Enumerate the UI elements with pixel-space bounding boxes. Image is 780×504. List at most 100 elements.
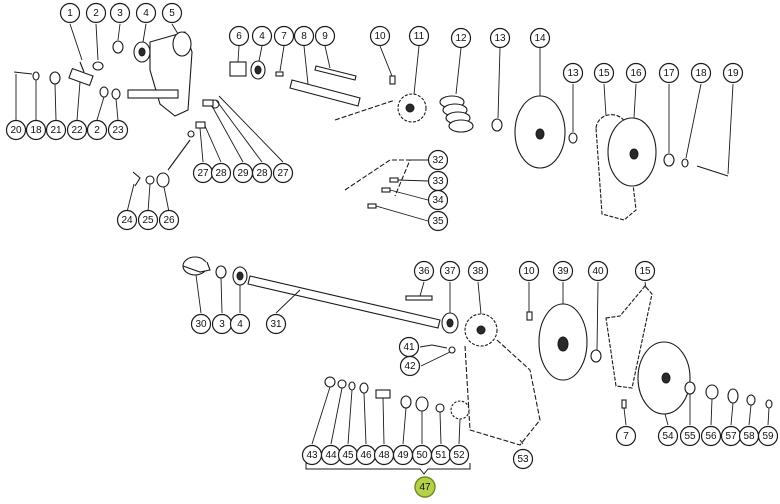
callout-number: 15 bbox=[639, 266, 651, 277]
callout-circle bbox=[658, 62, 680, 84]
bottom-assembly-parts bbox=[182, 256, 773, 446]
callout-12: 12 bbox=[450, 27, 472, 49]
callout-circle bbox=[273, 25, 295, 47]
callout-23: 23 bbox=[107, 119, 129, 141]
callout-circle bbox=[251, 162, 273, 184]
part-rod-eye bbox=[156, 172, 170, 188]
callout-7: 7 bbox=[273, 25, 295, 47]
callout-number: 28 bbox=[256, 168, 268, 179]
callout-number: 32 bbox=[432, 155, 444, 166]
part-pin bbox=[79, 61, 85, 73]
callout-number: 25 bbox=[142, 215, 154, 226]
part-44 bbox=[337, 379, 347, 389]
callout-circle bbox=[210, 162, 232, 184]
part-screw bbox=[389, 75, 396, 85]
part-48 bbox=[375, 389, 391, 399]
part-link-35 bbox=[367, 203, 377, 209]
callout-circle bbox=[587, 260, 609, 282]
callout-20: 20 bbox=[5, 119, 27, 141]
callout-circle bbox=[529, 27, 551, 49]
callout-circle bbox=[615, 425, 637, 447]
part-spring bbox=[439, 95, 474, 133]
callout-circle bbox=[85, 2, 107, 24]
callout-52: 52 bbox=[448, 444, 470, 466]
callout-number: 48 bbox=[378, 450, 390, 461]
part-belt-15b bbox=[605, 285, 653, 389]
part-lock-washer bbox=[32, 71, 40, 81]
top-assembly-parts bbox=[13, 31, 729, 221]
part-bushing bbox=[229, 61, 247, 77]
callout-circle bbox=[439, 260, 461, 282]
callout-number: 27 bbox=[197, 168, 209, 179]
callout-37: 37 bbox=[439, 260, 461, 282]
part-pulley-54-bore bbox=[661, 372, 671, 384]
part-nut-small bbox=[187, 130, 195, 138]
callout-53: 53 bbox=[512, 448, 534, 470]
part-long-shaft bbox=[247, 275, 441, 329]
callout-number: 40 bbox=[592, 266, 604, 277]
callout-number: 47 bbox=[419, 482, 431, 493]
callout-number: 46 bbox=[360, 450, 372, 461]
callout-circle bbox=[228, 25, 250, 47]
callout-51: 51 bbox=[430, 444, 452, 466]
callout-4: 4 bbox=[251, 25, 273, 47]
callout-31: 31 bbox=[265, 313, 287, 335]
callout-40: 40 bbox=[587, 260, 609, 282]
callout-circle bbox=[690, 62, 712, 84]
callout-number: 7 bbox=[281, 31, 287, 42]
callout-17: 17 bbox=[658, 62, 680, 84]
part-58 bbox=[746, 394, 756, 406]
callout-circle bbox=[86, 119, 108, 141]
callout-number: 36 bbox=[418, 266, 430, 277]
callout-number: 52 bbox=[453, 450, 465, 461]
callout-number: 49 bbox=[397, 450, 409, 461]
part-bolt bbox=[13, 71, 33, 75]
part-bearing-4-bore bbox=[236, 271, 244, 281]
callout-number: 1 bbox=[67, 8, 73, 19]
callout-number: 33 bbox=[432, 176, 444, 187]
callout-number: 44 bbox=[325, 450, 337, 461]
callout-circle bbox=[272, 162, 294, 184]
part-bolt-41 bbox=[431, 344, 448, 349]
part-washer-23 bbox=[111, 88, 121, 100]
callout-26: 26 bbox=[158, 209, 180, 231]
callout-circle bbox=[414, 476, 436, 498]
callout-21: 21 bbox=[45, 119, 67, 141]
callout-18: 18 bbox=[690, 62, 712, 84]
callout-number: 3 bbox=[117, 8, 123, 19]
callout-45: 45 bbox=[337, 444, 359, 466]
part-main-shaft bbox=[289, 79, 361, 107]
callout-circle bbox=[679, 425, 701, 447]
callout-circle bbox=[634, 260, 656, 282]
callout-circle bbox=[489, 27, 511, 49]
callout-number: 23 bbox=[112, 125, 124, 136]
part-55 bbox=[684, 381, 696, 395]
callout-number: 4 bbox=[237, 319, 243, 330]
callout-circle bbox=[700, 425, 722, 447]
part-bracket-shaft bbox=[127, 89, 179, 99]
callout-number: 2 bbox=[94, 125, 100, 136]
callout-54: 54 bbox=[657, 425, 679, 447]
part-chain-upper bbox=[334, 99, 396, 121]
callout-circle bbox=[107, 119, 129, 141]
callout-number: 4 bbox=[259, 31, 265, 42]
callout-number: 24 bbox=[121, 215, 133, 226]
callout-circle bbox=[593, 62, 615, 84]
part-key-bar bbox=[405, 295, 433, 301]
callout-42: 42 bbox=[399, 355, 421, 377]
callout-number: 39 bbox=[557, 266, 569, 277]
callout-28: 28 bbox=[251, 162, 273, 184]
callout-number: 26 bbox=[163, 215, 175, 226]
part-52 bbox=[450, 400, 470, 420]
callout-circle bbox=[427, 149, 449, 171]
callout-55: 55 bbox=[679, 425, 701, 447]
part-56 bbox=[705, 384, 719, 400]
callout-7: 7 bbox=[615, 425, 637, 447]
callout-circle bbox=[512, 448, 534, 470]
callout-number: 43 bbox=[306, 450, 318, 461]
group-47-brace bbox=[305, 463, 471, 475]
part-59 bbox=[765, 399, 773, 409]
part-chain-32 bbox=[344, 159, 411, 197]
callout-number: 31 bbox=[270, 319, 282, 330]
callout-circle bbox=[161, 2, 183, 24]
